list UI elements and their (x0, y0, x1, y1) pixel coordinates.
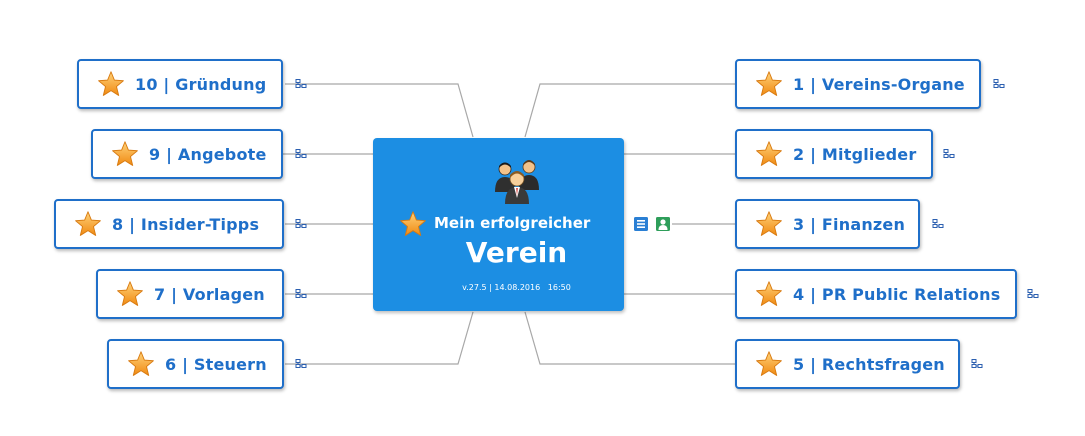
expand-subtopics-icon[interactable] (971, 359, 983, 369)
star-icon (399, 210, 427, 238)
node-label: 6 | Steuern (165, 354, 267, 374)
star-icon (755, 210, 783, 238)
node-label: 1 | Vereins-Organe (793, 74, 965, 94)
node-10-gruendung[interactable]: 10 | Gründung (77, 59, 283, 109)
star-icon (755, 70, 783, 98)
node-5-rechtsfragen[interactable]: 5 | Rechtsfragen (735, 339, 960, 389)
central-topic-subtitle: Mein erfolgreicher (434, 214, 591, 232)
node-9-angebote[interactable]: 9 | Angebote (91, 129, 283, 179)
star-icon (116, 280, 144, 308)
central-topic-version-date: v.27.5 | 14.08.2016 16:50 (462, 283, 571, 292)
node-label: 9 | Angebote (149, 144, 267, 164)
expand-subtopics-icon[interactable] (1027, 289, 1039, 299)
star-icon (127, 350, 155, 378)
star-icon (755, 140, 783, 168)
connector-6 (285, 311, 474, 365)
expand-subtopics-icon[interactable] (993, 79, 1005, 89)
star-icon (111, 140, 139, 168)
node-label: 8 | Insider-Tipps (112, 214, 260, 234)
node-label: 3 | Finanzen (793, 214, 906, 234)
star-icon (74, 210, 102, 238)
node-7-vorlagen[interactable]: 7 | Vorlagen (96, 269, 284, 319)
star-icon (755, 280, 783, 308)
node-2-mitglieder[interactable]: 2 | Mitglieder (735, 129, 933, 179)
node-4-pr-public-relations[interactable]: 4 | PR Public Relations (735, 269, 1017, 319)
connector-5 (524, 311, 735, 365)
expand-subtopics-icon[interactable] (295, 149, 307, 159)
node-label: 7 | Vorlagen (154, 284, 265, 304)
expand-subtopics-icon[interactable] (932, 219, 944, 229)
notes-icon[interactable] (633, 216, 649, 232)
expand-subtopics-icon[interactable] (295, 219, 307, 229)
expand-subtopics-icon[interactable] (943, 149, 955, 159)
star-icon (97, 70, 125, 98)
central-topic-title: Verein (465, 236, 568, 269)
node-label: 10 | Gründung (135, 74, 267, 94)
contact-person-icon[interactable] (655, 216, 671, 232)
node-label: 5 | Rechtsfragen (793, 354, 945, 374)
node-8-insider-tipps[interactable]: 8 | Insider-Tipps (54, 199, 284, 249)
node-1-vereins-organe[interactable]: 1 | Vereins-Organe (735, 59, 981, 109)
star-icon (755, 350, 783, 378)
node-3-finanzen[interactable]: 3 | Finanzen (735, 199, 920, 249)
expand-subtopics-icon[interactable] (295, 79, 307, 89)
expand-subtopics-icon[interactable] (295, 289, 307, 299)
connector-10 (285, 83, 474, 138)
people-group-icon (495, 160, 539, 204)
connector-1 (524, 83, 735, 138)
node-label: 2 | Mitglieder (793, 144, 917, 164)
expand-subtopics-icon[interactable] (295, 359, 307, 369)
node-label: 4 | PR Public Relations (793, 284, 1001, 304)
central-topic[interactable]: Mein erfolgreicher Verein v.27.5 | 14.08… (373, 138, 624, 311)
node-6-steuern[interactable]: 6 | Steuern (107, 339, 284, 389)
